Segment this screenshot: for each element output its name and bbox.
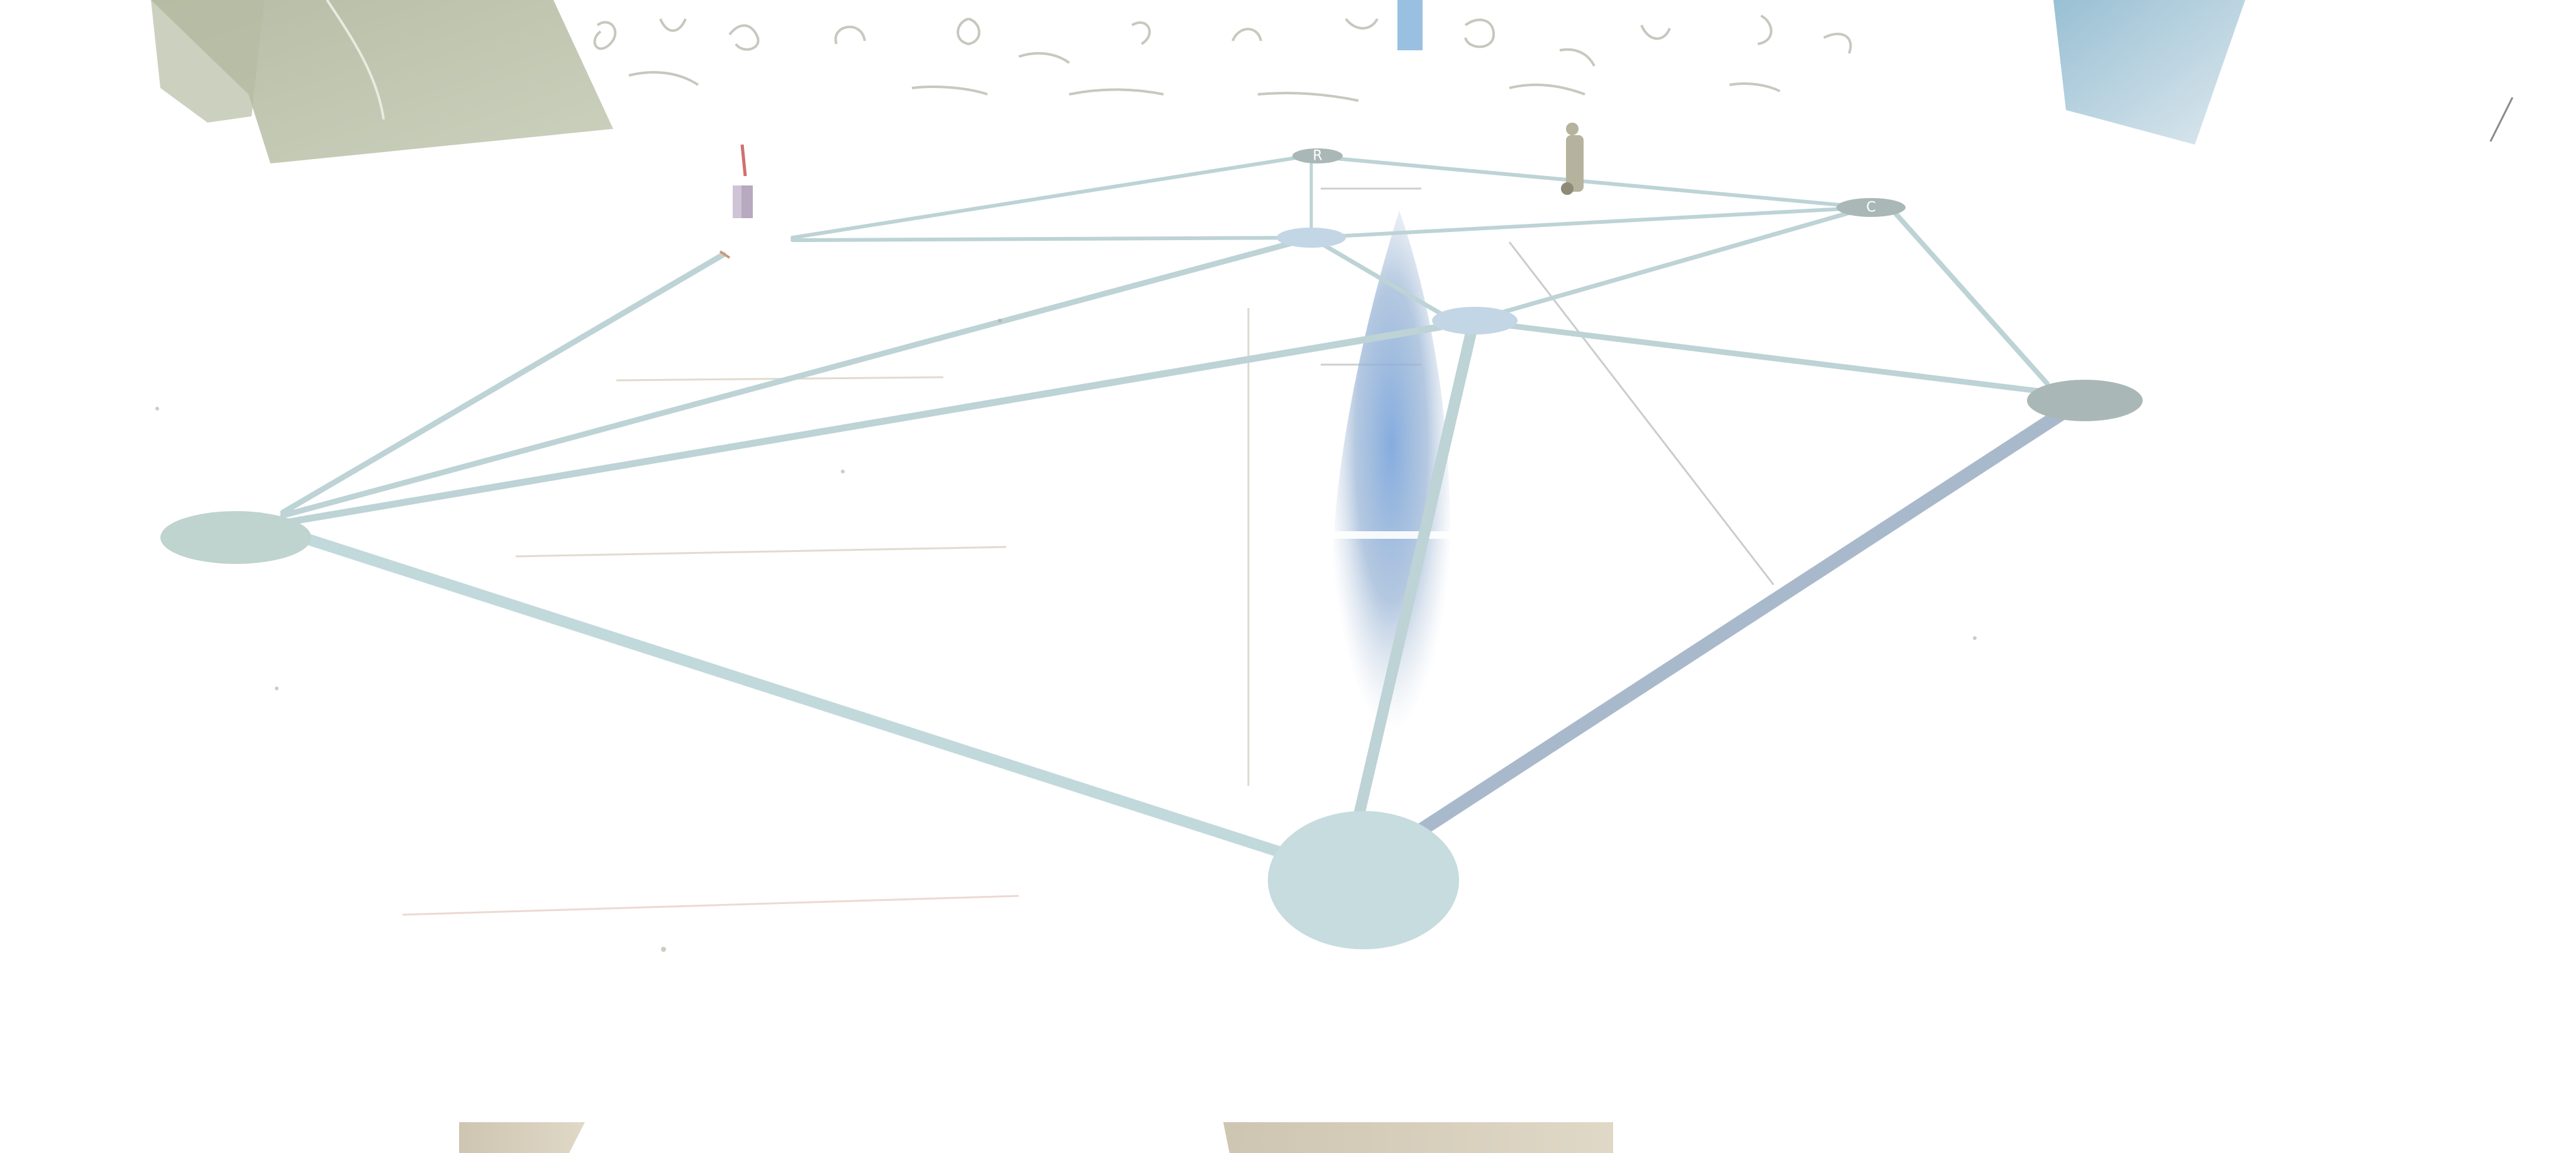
edge — [1482, 205, 1870, 320]
node-right — [2027, 380, 2143, 421]
node-top-center — [1292, 148, 1343, 163]
blue-panel-top-right — [2053, 0, 2245, 145]
edge — [1306, 154, 1870, 209]
edge — [1506, 323, 2047, 395]
scratch-line-top-right — [2489, 97, 2514, 142]
node-bottom-large — [1268, 811, 1459, 949]
handwriting-strip — [593, 14, 1852, 102]
node-top-right — [1836, 198, 1906, 217]
edge — [1890, 208, 2050, 386]
paper-bottom — [459, 1122, 1613, 1153]
edge — [791, 154, 1310, 240]
node-label-top-right: C — [1866, 200, 1875, 216]
node-left — [160, 511, 311, 564]
network-edges — [277, 154, 2076, 861]
paper-green-top-left — [151, 0, 613, 163]
edge — [1309, 235, 1455, 323]
edge — [277, 526, 1295, 861]
node-label-top-center: R — [1313, 148, 1322, 164]
node-middle — [1432, 307, 1518, 334]
edge — [1309, 206, 1870, 240]
network-nodes — [160, 148, 2143, 949]
edge — [286, 323, 1444, 526]
edge — [280, 239, 1299, 519]
edge — [280, 251, 726, 516]
edge — [1414, 402, 2076, 837]
blue-bar-top — [1397, 0, 1423, 50]
floor-specks — [155, 319, 1977, 952]
node-upper-center — [1277, 228, 1346, 248]
gray-figure — [1561, 123, 1584, 195]
red-capped-vial — [719, 144, 753, 259]
edge — [791, 236, 1310, 242]
edge — [1353, 324, 1477, 823]
